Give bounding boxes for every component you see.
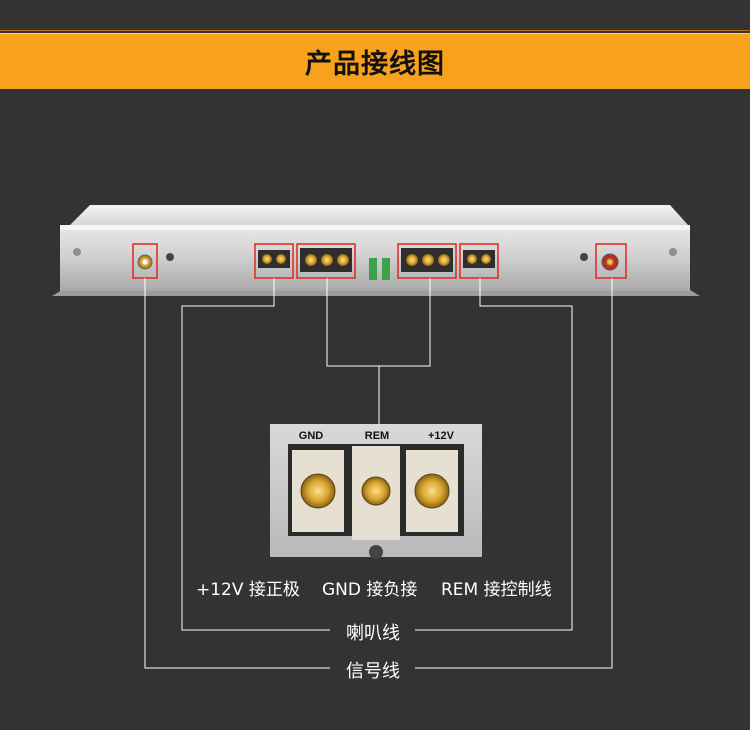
legend-gnd: GND 接负接 — [322, 580, 418, 600]
terminal-label-gnd: GND — [299, 430, 324, 442]
signal-line-label: 信号线 — [346, 661, 400, 682]
title-band: 产品接线图 — [0, 33, 750, 89]
terminal-label-12v: +12V — [428, 430, 455, 442]
terminal-label-rem: REM — [365, 430, 389, 442]
legend-plus12v: +12V 接正极 — [196, 580, 300, 600]
speaker-line-label: 喇叭线 — [346, 623, 400, 644]
amplifier — [52, 205, 700, 296]
page-title: 产品接线图 — [305, 49, 445, 80]
terminal-block-closeup — [270, 424, 482, 559]
connector-lines — [144, 278, 613, 669]
title-top-rule — [0, 30, 750, 31]
highlight-boxes — [132, 243, 627, 279]
legend-rem: REM 接控制线 — [441, 580, 552, 600]
